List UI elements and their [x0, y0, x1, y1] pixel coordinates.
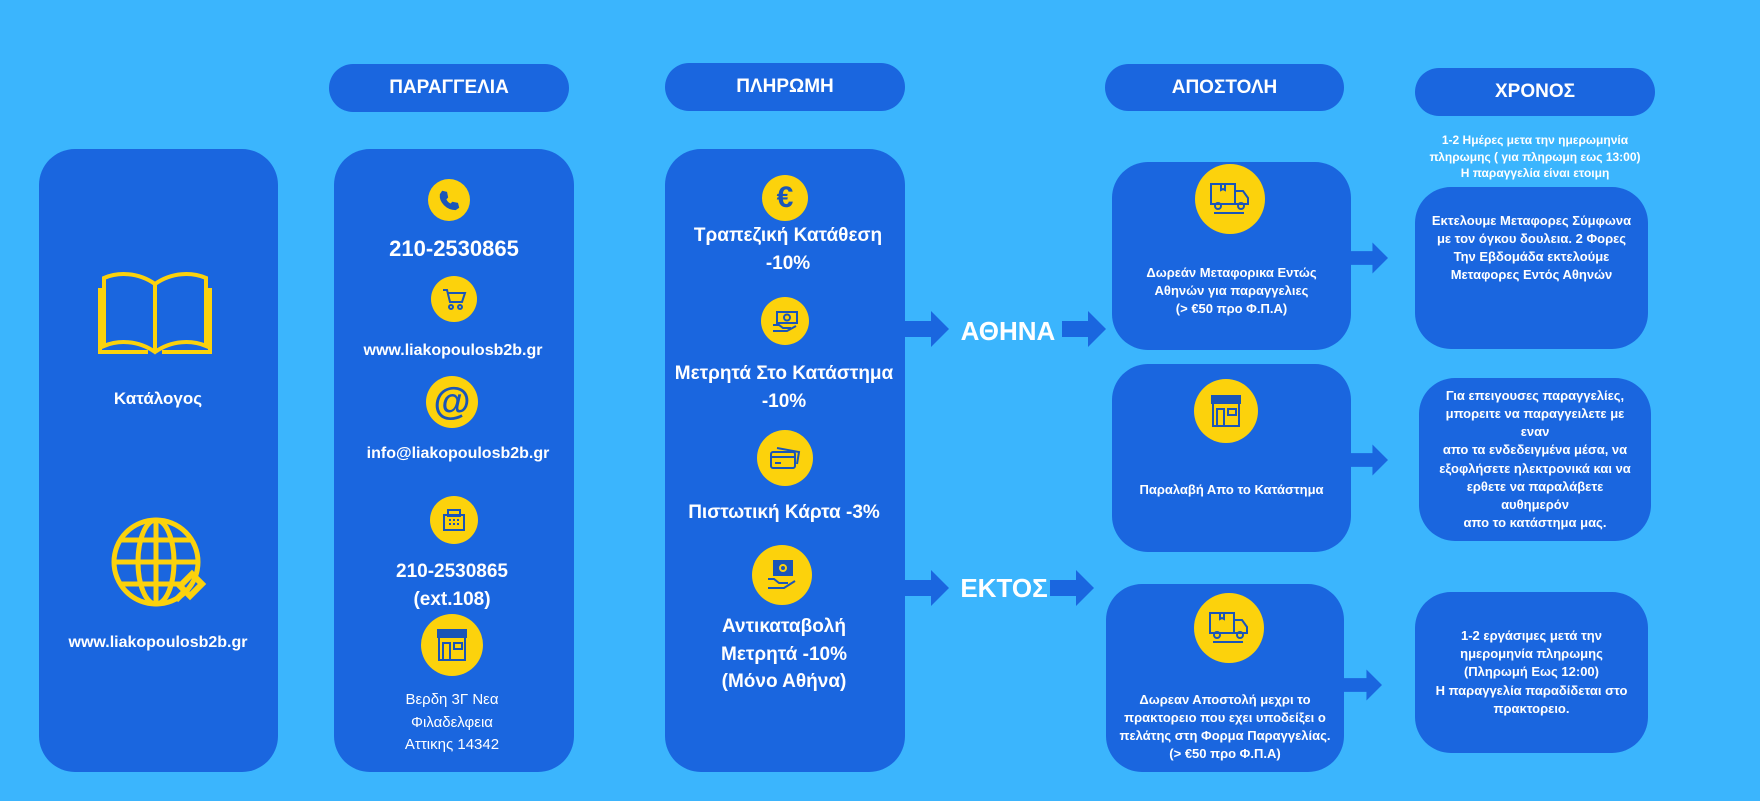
fax-extension: (ext.108) [413, 588, 491, 610]
credit-card-icon [757, 430, 813, 486]
fax-number: 210-2530865 [396, 561, 508, 582]
globe-link-icon [110, 516, 210, 617]
arrow-right-icon [905, 568, 949, 608]
catalog-panel [39, 149, 278, 772]
arrow-right-icon [905, 309, 949, 349]
book-icon [98, 270, 212, 361]
payment-method-cash-store: Μετρητά Στο Κατάστημα-10% [674, 363, 894, 412]
store-icon [1194, 379, 1258, 443]
cash-on-delivery-icon [752, 545, 812, 605]
order-header: ΠΑΡΑΓΓΕΛΙΑ [329, 64, 569, 112]
cart-icon [431, 276, 477, 322]
order-phone[interactable]: 210-2530865 [389, 236, 519, 261]
order-fax[interactable]: 210-2530865 (ext.108) [396, 558, 508, 613]
order-website-link[interactable]: www.liakopoulosb2b.gr [363, 342, 543, 359]
arrow-right-icon [1062, 309, 1106, 349]
at-icon: @ [426, 376, 478, 428]
delivery-truck-icon [1195, 164, 1265, 234]
delivery-truck-icon [1194, 593, 1264, 663]
phone-icon [428, 179, 470, 221]
arrow-right-icon [1350, 440, 1388, 480]
region-athens: ΑΘΗΝΑ [960, 316, 1056, 346]
fax-icon [430, 496, 478, 544]
payment-method-bank: Τραπεζική Κατάθεση-10% [693, 225, 883, 274]
arrow-right-icon [1350, 238, 1388, 278]
euro-icon: € [762, 175, 808, 221]
catalog-website-link[interactable]: www.liakopoulosb2b.gr [68, 634, 248, 651]
cash-icon [761, 297, 809, 345]
arrow-right-icon [1344, 665, 1382, 705]
payment-method-credit-card: Πιστωτική Κάρτα -3% [688, 502, 880, 523]
payment-header: ΠΛΗΡΩΜΗ [665, 63, 905, 111]
catalog-label[interactable]: Κατάλογος [113, 389, 203, 408]
time-item-pickup: Για επειγουσες παραγγελίες,μπορειτε να π… [1419, 378, 1651, 541]
store-icon [421, 614, 483, 676]
shipping-header: ΑΠΟΣΤΟΛΗ [1105, 64, 1344, 111]
time-header: ΧΡΟΝΟΣ [1415, 68, 1655, 116]
region-outside: ΕΚΤΟΣ [960, 573, 1048, 603]
order-email-link[interactable]: info@liakopoulosb2b.gr [366, 445, 550, 462]
arrow-right-icon [1050, 568, 1094, 608]
